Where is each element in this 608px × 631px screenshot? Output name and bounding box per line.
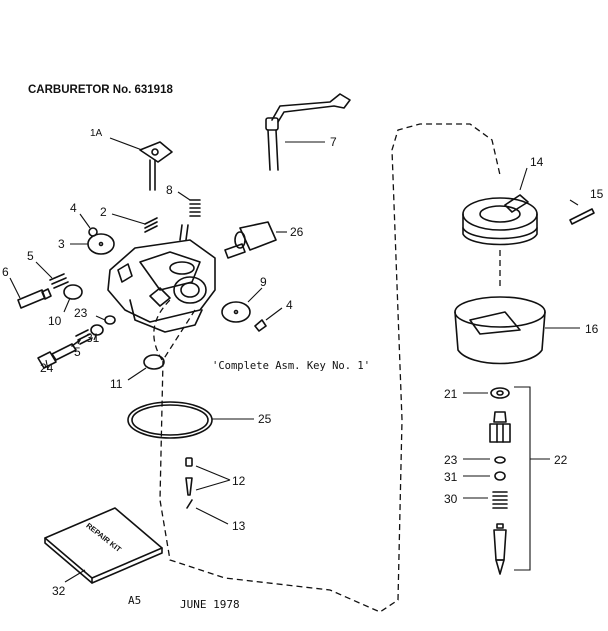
- part-float-bowl: [454, 296, 546, 365]
- leader-12a: [195, 465, 231, 481]
- assembly-note: 'Complete Asm. Key No. 1': [212, 360, 370, 372]
- part-screw-4b: [254, 319, 267, 332]
- part-carburetor-body: [107, 224, 216, 333]
- callout-15: 15: [590, 187, 604, 201]
- part-choke-lever: [265, 93, 351, 171]
- callout-8: 8: [166, 183, 173, 197]
- part-pin-15: [569, 208, 595, 225]
- part-float-14: [462, 194, 538, 246]
- leader-24: [45, 359, 49, 371]
- callout-6: 6: [2, 265, 9, 279]
- part-bowl-nut: [489, 411, 511, 443]
- leader-15: [569, 199, 579, 206]
- callout-30: 30: [444, 492, 458, 506]
- callout-10: 10: [48, 314, 62, 328]
- part-plug-10: [63, 284, 83, 300]
- leader-13: [195, 507, 229, 525]
- part-spring-8: [189, 199, 201, 217]
- leader-6: [9, 277, 21, 299]
- part-spring-5a: [49, 273, 69, 289]
- assembly-boundary-link: [153, 299, 171, 361]
- callout-25: 25: [258, 412, 272, 426]
- leader-8: [177, 191, 191, 201]
- callout-1a: 1A: [90, 128, 103, 139]
- footer-date: JUNE 1978: [180, 598, 240, 611]
- part-needle-24: [37, 339, 81, 369]
- part-main-jet-needle: [493, 523, 507, 575]
- callout-26: 26: [290, 225, 304, 239]
- part-spring-5b: [75, 329, 93, 345]
- leader-2: [111, 213, 146, 225]
- callout-24: 24: [40, 361, 54, 375]
- leader-9: [247, 287, 263, 303]
- leader-4a: [79, 213, 91, 229]
- leader-32: [64, 569, 86, 583]
- leader-12b: [195, 479, 231, 491]
- callout-9: 9: [260, 275, 267, 289]
- callout-4a: 4: [70, 201, 77, 215]
- part-spring-30: [492, 491, 508, 509]
- leader-1a: [109, 137, 143, 151]
- assembly-boundary: [159, 123, 501, 613]
- part-needle-12: [185, 457, 193, 496]
- part-screw-2: [144, 217, 158, 233]
- part-washer-23a: [104, 315, 116, 325]
- callout-22: 22: [554, 453, 568, 467]
- part-repair-kit: REPAIR KIT: [44, 507, 163, 584]
- diagram-title: CARBURETOR No. 631918: [28, 84, 173, 96]
- leader-5a: [35, 261, 53, 279]
- callout-31a: 31: [86, 331, 100, 345]
- leader-4b: [265, 307, 283, 321]
- part-washer-21: [490, 387, 510, 399]
- part-oring-31a: [90, 324, 104, 336]
- leader-14: [519, 167, 528, 191]
- callout-7: 7: [330, 135, 337, 149]
- part-gasket-11: [143, 354, 165, 370]
- callout-32: 32: [52, 584, 66, 598]
- callout-5b: 5: [74, 345, 81, 359]
- part-gasket-ring-25: [127, 401, 213, 439]
- callout-31b: 31: [444, 470, 458, 484]
- leader-31a: [93, 334, 97, 341]
- part-plate-9: [221, 301, 251, 323]
- callout-3: 3: [58, 237, 65, 251]
- part-throttle-shaft: [139, 141, 173, 191]
- footer-code: A5: [128, 594, 141, 607]
- callout-4b: 4: [286, 298, 293, 312]
- callout-12: 12: [232, 474, 246, 488]
- part-washer-23b: [494, 456, 506, 464]
- leader-11: [127, 367, 147, 381]
- callout-16: 16: [585, 322, 599, 336]
- part-pin-13: [186, 499, 193, 509]
- callout-23a: 23: [74, 306, 88, 320]
- callout-23b: 23: [444, 453, 458, 467]
- part-throttle-plate: [87, 233, 115, 255]
- part-fitting-26: [224, 221, 277, 259]
- leader-10: [63, 297, 71, 313]
- callout-14: 14: [530, 155, 544, 169]
- callout-11: 11: [110, 377, 123, 391]
- part-screw-6: [17, 288, 52, 309]
- leader-23a: [95, 315, 106, 321]
- bracket-22: [514, 386, 531, 571]
- callout-5a: 5: [27, 249, 34, 263]
- part-oring-31b: [494, 471, 506, 481]
- callout-21: 21: [444, 387, 458, 401]
- repair-kit-label: REPAIR KIT: [84, 521, 123, 554]
- callout-13: 13: [232, 519, 246, 533]
- callout-2: 2: [100, 205, 107, 219]
